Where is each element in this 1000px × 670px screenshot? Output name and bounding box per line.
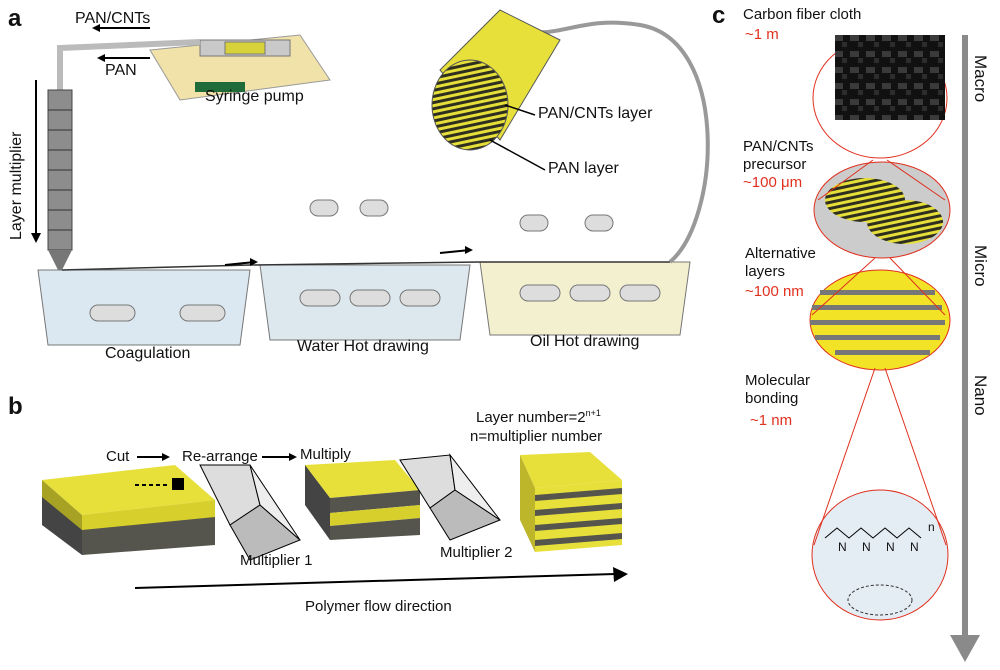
alternative-layers-circle [809,269,951,371]
multiplier-1-label: Multiplier 1 [240,552,313,569]
flow-direction-label: Polymer flow direction [305,598,452,615]
level-scale-cloth: ~1 m [745,26,779,43]
layer-multiplier-label: Layer multiplier [8,131,25,240]
level-name-layers: Alternative layers [745,245,816,280]
pan-layer-label: PAN layer [548,160,619,177]
pan-cnts-label: PAN/CNTs [75,10,151,27]
region-micro: Micro [971,245,990,287]
layer-number-exponent: n+1 [585,408,601,418]
multiplier-2-label: Multiplier 2 [440,544,513,561]
level-scale-molecular: ~1 nm [750,412,793,429]
precursor-circle [813,161,951,259]
tube [57,39,201,95]
panel-label-c: c [712,2,726,29]
layer-multiplier-tower [47,89,73,270]
pan-label: PAN [105,62,137,79]
oil-hot-drawing-bath [479,214,691,336]
nitrogen-1: N [838,540,847,554]
step-multiply: Multiply [300,446,351,463]
level-scale-layers: ~100 nm [745,283,804,300]
flow-arrow [134,573,616,589]
level-name-precursor: PAN/CNTs precursor [743,138,814,173]
panel-label-a: a [8,5,22,32]
water-hot-drawing-bath [259,199,471,341]
bath-label-coagulation: Coagulation [105,345,191,362]
fiber-cross-section [431,9,561,151]
panel-label-b: b [8,393,23,420]
bath-label-oil: Oil Hot drawing [530,333,640,350]
molecular-circle [811,489,949,621]
multi-layer-block [520,452,622,552]
bath-label-water: Water Hot drawing [297,338,429,355]
step-rearrange: Re-arrange [182,448,258,465]
multiplier-1 [199,464,301,561]
region-macro: Macro [971,55,990,103]
level-name-cloth: Carbon fiber cloth [743,6,862,23]
initial-block [42,465,215,555]
nitrogen-3: N [886,540,895,554]
nitrogen-4: N [910,540,919,554]
syringe-pump-label: Syringe pump [205,88,304,105]
layer-number-text: Layer number=2 [476,409,586,426]
region-nano: Nano [971,375,990,416]
syringe-pump [149,34,331,101]
level-name-molecular: Molecular bonding [745,372,811,407]
two-layer-block [305,460,420,540]
step-cut: Cut [106,448,130,465]
coagulation-bath [37,269,251,346]
carbon-cloth-circle [812,35,948,159]
layer-number-formula: Layer number=2n+1 [476,408,601,426]
repeat-n: n [928,520,935,534]
pan-cnts-layer-label: PAN/CNTs layer [538,105,653,122]
nitrogen-2: N [862,540,871,554]
level-scale-precursor: ~100 μm [743,174,803,191]
fiber [519,20,710,264]
multiplier-2 [399,453,502,541]
multiplier-number-definition: n=multiplier number [470,428,603,445]
